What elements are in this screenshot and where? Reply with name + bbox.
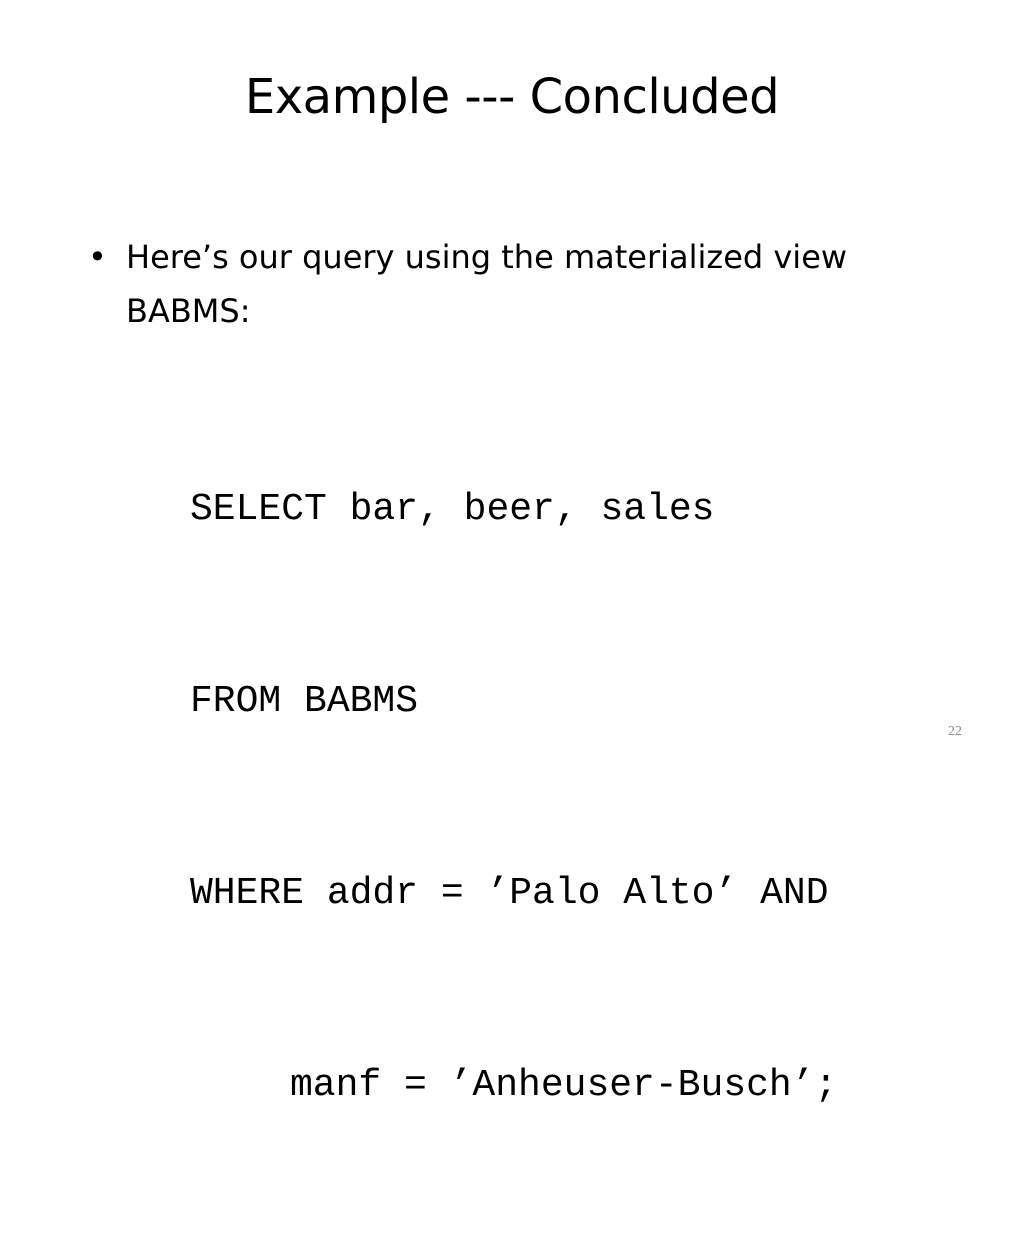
- slide-number: 22: [948, 724, 962, 739]
- code-line: FROM BABMS: [190, 680, 419, 723]
- bullet-text: Here’s our query using the materialized …: [126, 238, 848, 330]
- code-line: SELECT bar, beer, sales: [190, 488, 715, 531]
- slide-title: Example --- Concluded: [244, 69, 780, 125]
- slide: Example --- Concluded • Here’s our query…: [88, 69, 962, 1107]
- code-line: WHERE addr = ’Palo Alto’ AND: [190, 872, 829, 915]
- bullet-icon: •: [88, 238, 107, 276]
- sql-code-block: SELECT bar, beer, sales FROM BABMS WHERE…: [190, 350, 837, 1246]
- code-line: manf = ’Anheuser-Busch’;: [290, 1064, 838, 1107]
